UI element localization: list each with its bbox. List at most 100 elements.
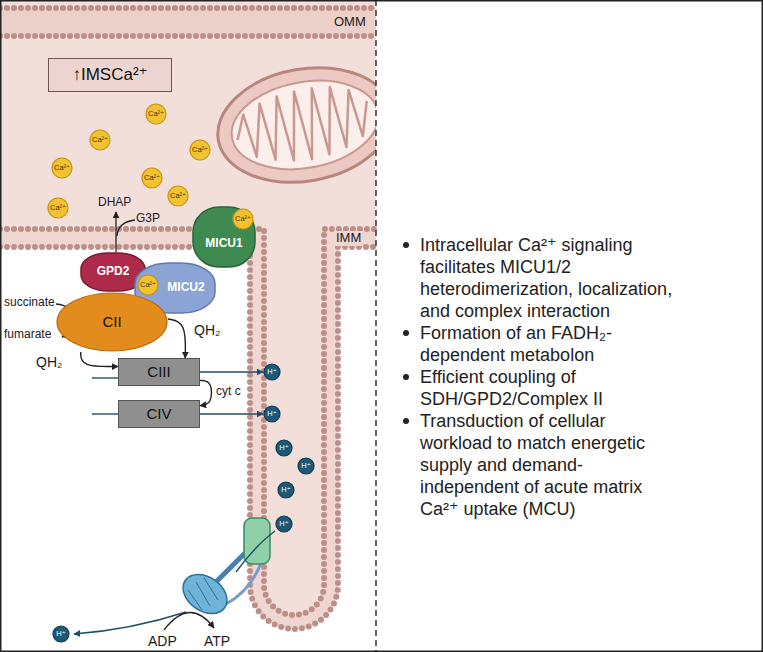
metabolite-label: DHAP — [98, 196, 131, 210]
reaction-arrow — [115, 212, 116, 252]
calcium-ion: Ca²⁺ — [51, 157, 73, 179]
proton: H⁺ — [263, 363, 281, 381]
atp-synthase — [176, 518, 270, 622]
calcium-ion: Ca²⁺ — [189, 139, 211, 161]
node-label: H⁺ — [267, 410, 276, 418]
connector — [200, 413, 263, 414]
node-label: H⁺ — [56, 630, 65, 638]
connector-label: cyt c — [216, 385, 241, 399]
calcium-ion: Ca²⁺ — [232, 208, 254, 230]
bullet-text: Formation of an FADH₂-dependent metabolo… — [420, 322, 675, 366]
node-label: ↑IMSCa²⁺ — [72, 66, 147, 85]
panel-divider — [375, 0, 377, 652]
metabolite-label: ATP — [204, 633, 230, 649]
calcium-ion: Ca²⁺ — [47, 197, 69, 219]
calcium-ion: Ca²⁺ — [141, 167, 163, 189]
node-outline — [52, 158, 72, 178]
reaction-arrow — [164, 612, 214, 630]
node-outline — [298, 458, 314, 474]
node-label: MICU1 — [205, 237, 242, 250]
proton: H⁺ — [275, 439, 293, 457]
membrane-heads — [0, 247, 376, 629]
node-label: H⁺ — [279, 520, 288, 528]
connector — [200, 371, 263, 372]
node-outline — [276, 516, 292, 532]
node-outline — [90, 130, 110, 150]
node-label: H⁺ — [267, 368, 276, 376]
node-outline — [278, 482, 294, 498]
node-label: MICU2 — [167, 281, 204, 294]
node-outline — [57, 293, 167, 351]
connector — [81, 352, 118, 367]
ims-calcium-box: ↑IMSCa²⁺ — [48, 58, 172, 92]
node-label: Ca²⁺ — [235, 215, 251, 223]
node-outline — [264, 364, 280, 380]
proton: H⁺ — [275, 515, 293, 533]
node-outline — [264, 406, 280, 422]
node-outline — [190, 140, 210, 160]
calcium-ion: Ca²⁺ — [89, 129, 111, 151]
node-outline — [53, 626, 69, 642]
bullet-text: Transduction of cellular workload to mat… — [420, 410, 675, 520]
node-label: CIII — [147, 364, 170, 381]
node-label: Ca²⁺ — [144, 174, 160, 182]
node-outline — [276, 440, 292, 456]
outer-membrane-band — [0, 8, 376, 36]
node-label: H⁺ — [301, 462, 310, 470]
node-outline — [193, 207, 255, 267]
mitochondrion-icon — [209, 55, 376, 196]
bullet-dot — [403, 374, 409, 380]
node-outline — [168, 186, 188, 206]
bullet-text: Efficient coupling of SDH/GPD2/Complex I… — [420, 366, 675, 410]
node-label: CII — [102, 314, 121, 331]
membrane-label: IMM — [334, 231, 363, 246]
node-outline — [48, 198, 68, 218]
metabolite-label: succinate — [4, 296, 55, 310]
membrane-heads — [0, 229, 376, 615]
node-outline — [233, 209, 253, 229]
complex-iv: CIV — [118, 400, 200, 428]
node-label: H⁺ — [281, 486, 290, 494]
proton-path — [92, 377, 118, 378]
connector — [200, 380, 212, 405]
cristae-folds — [231, 79, 375, 171]
connector — [168, 319, 185, 358]
mitochondrion-outer — [209, 55, 376, 196]
node-outline — [138, 275, 158, 295]
f1-subunits — [188, 578, 218, 610]
node-label: Ca²⁺ — [192, 146, 208, 154]
calcium-ion: Ca²⁺ — [145, 103, 167, 125]
calcium-ion: Ca²⁺ — [137, 274, 159, 296]
proton: H⁺ — [277, 481, 295, 499]
peripheral-stalk — [226, 560, 262, 604]
bullet-dot — [403, 242, 409, 248]
complex-ii: CII — [56, 292, 168, 352]
membrane-heads — [0, 5, 376, 11]
node-label: Ca²⁺ — [50, 204, 66, 212]
node-label: Ca²⁺ — [170, 192, 186, 200]
bullet-text: Intracellular Ca²⁺ signaling facilitates… — [420, 234, 675, 322]
inner-membrane-band — [0, 229, 376, 629]
micu1-protein: MICU1 Ca²⁺ — [192, 206, 256, 268]
matrix — [0, 247, 376, 652]
proton: H⁺ — [52, 625, 70, 643]
node-label: Ca²⁺ — [140, 281, 156, 289]
node-label: H⁺ — [279, 444, 288, 452]
metabolite-label: ADP — [148, 633, 177, 649]
node-label: CIV — [146, 406, 171, 423]
node-label: Ca²⁺ — [148, 110, 164, 118]
proton: H⁺ — [297, 457, 315, 475]
node-label: Ca²⁺ — [54, 164, 70, 172]
membrane-label: OMM — [334, 15, 366, 30]
bullet-dot — [403, 418, 409, 424]
complex-iii: CIII — [118, 358, 200, 386]
node-label: GPD2 — [97, 265, 130, 278]
connector-label: QH₂ — [194, 322, 220, 338]
proton: H⁺ — [263, 405, 281, 423]
reaction-arrow — [117, 220, 135, 236]
bullet-dot — [403, 330, 409, 336]
calcium-ion: Ca²⁺ — [167, 185, 189, 207]
metabolite-label: G3P — [136, 212, 160, 226]
